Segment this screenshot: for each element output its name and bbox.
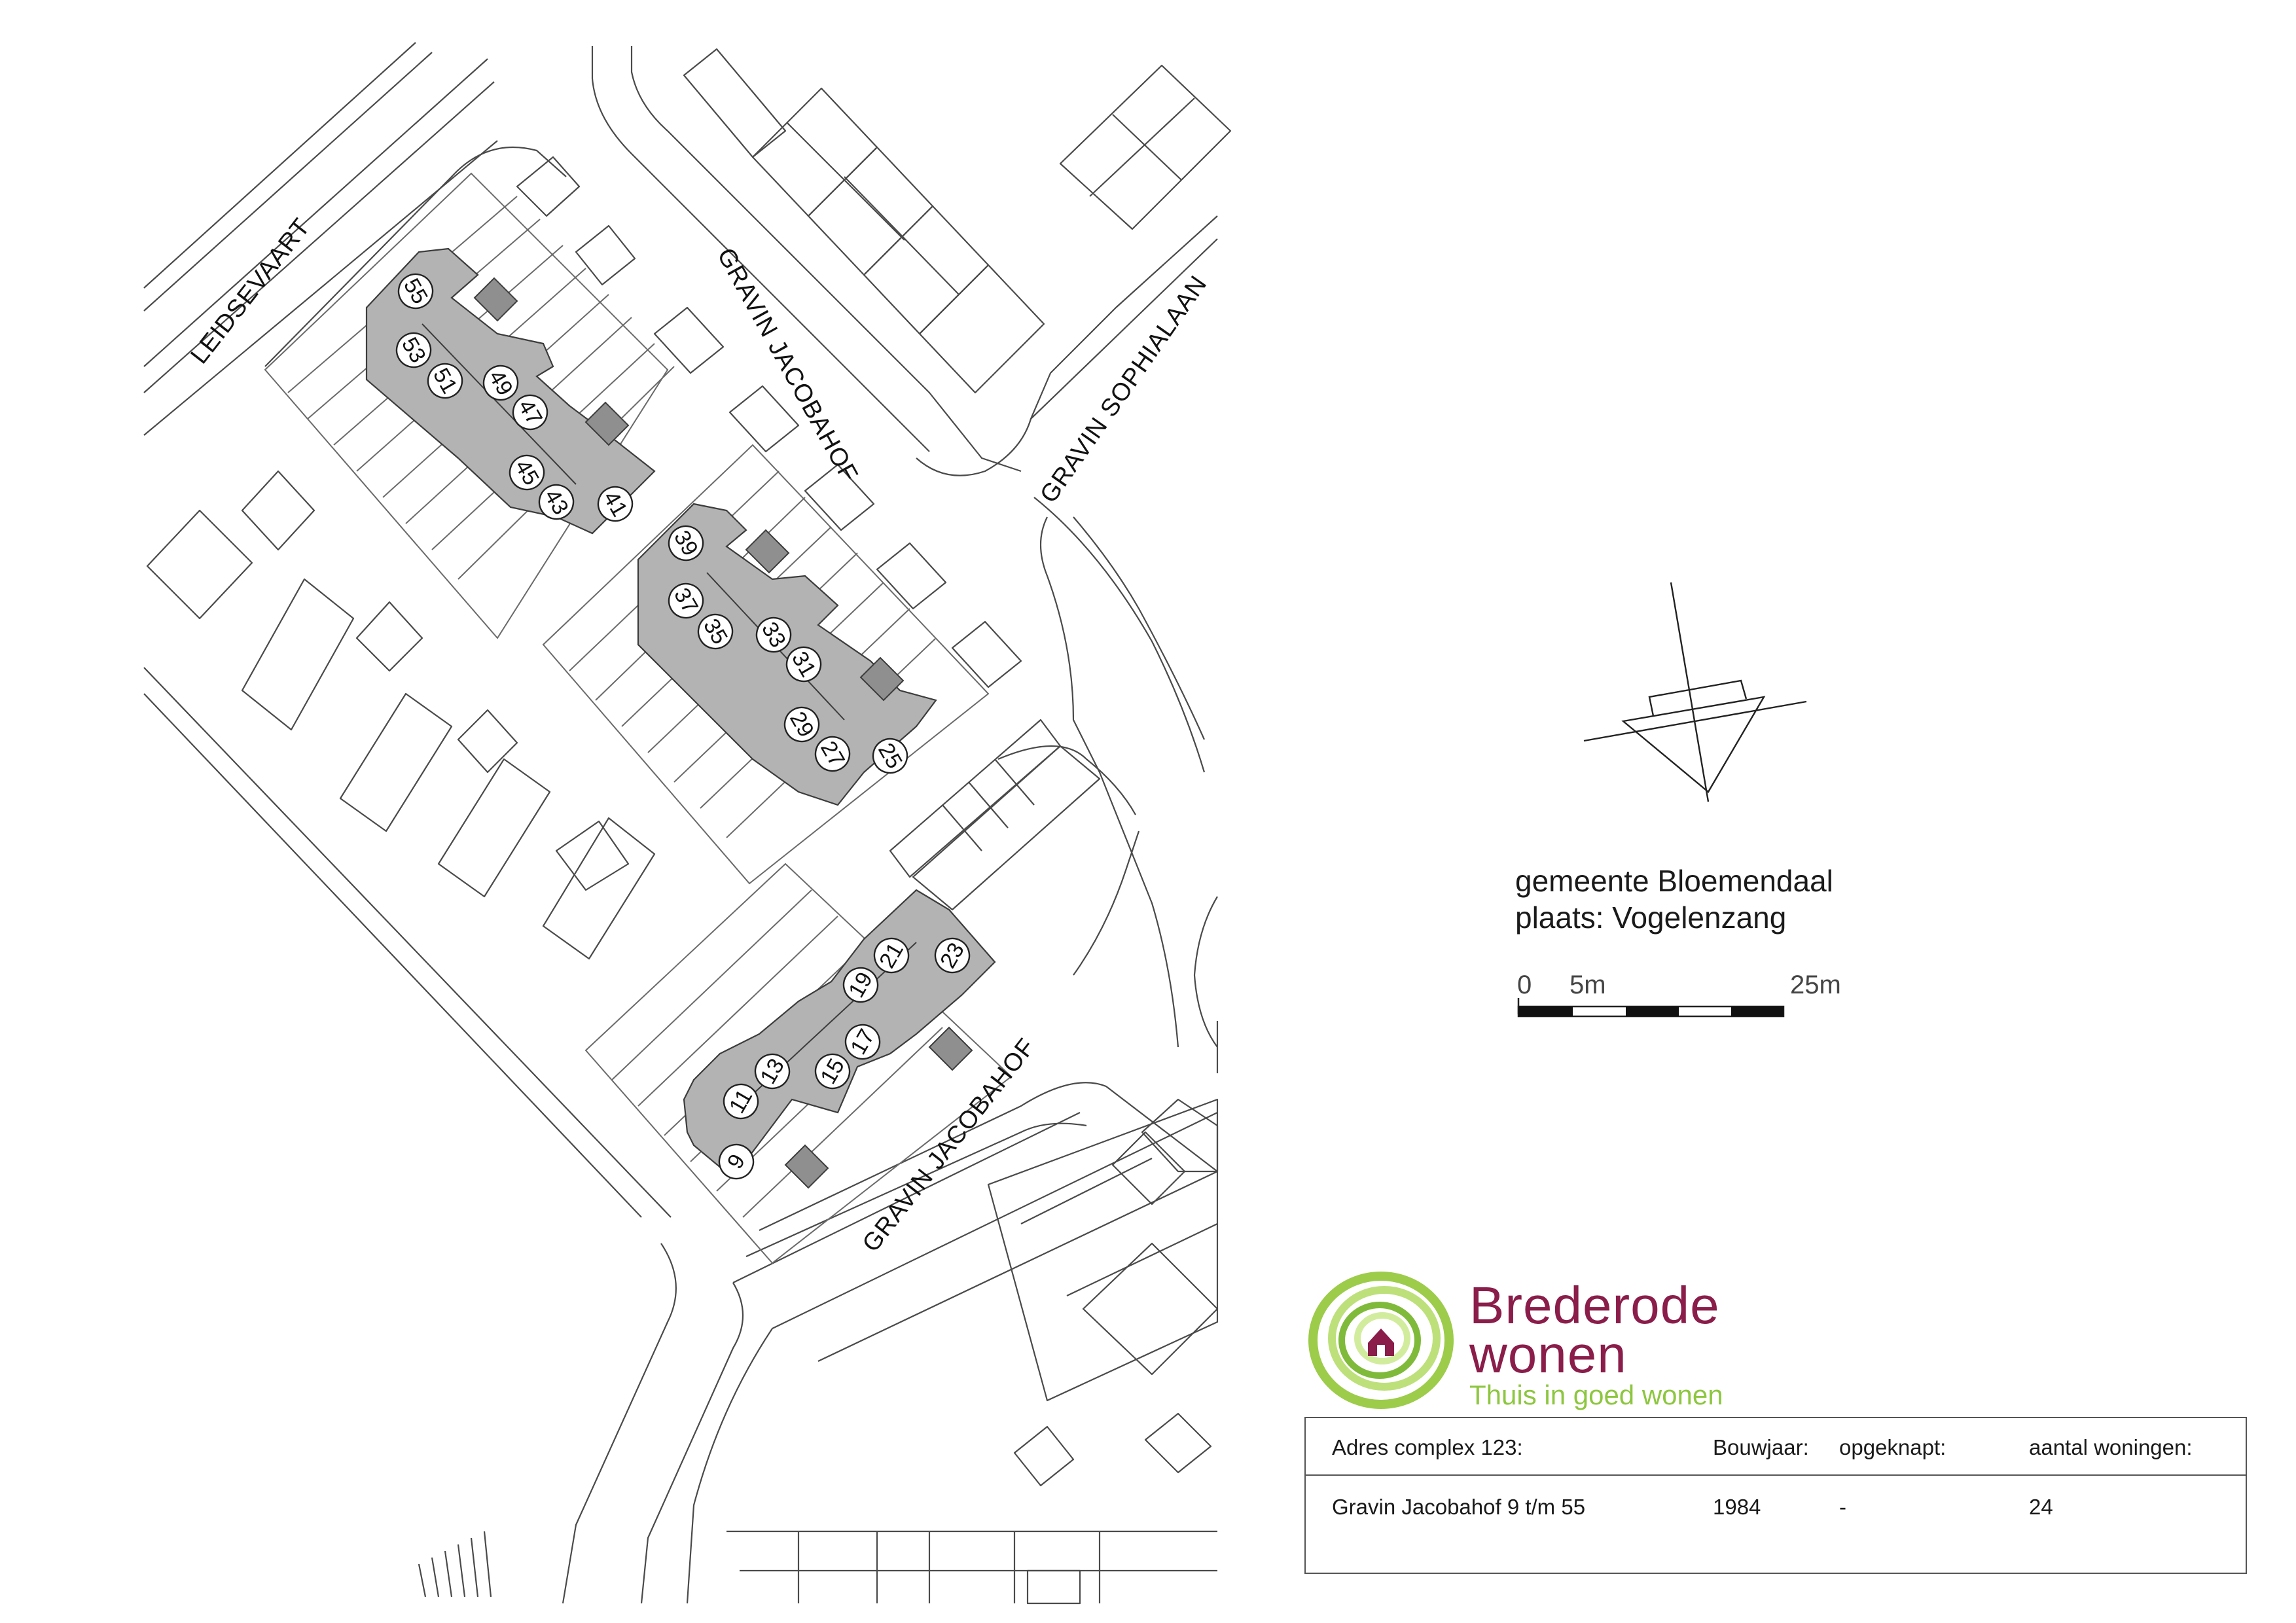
value-year: 1984: [1713, 1495, 1761, 1519]
surrounding-buildings: [146, 48, 1232, 1605]
header-address: Adres complex 123:: [1332, 1435, 1523, 1459]
brand-name-line2: wonen: [1469, 1325, 1627, 1383]
location-text: gemeente Bloemendaal plaats: Vogelenzang: [1515, 863, 1833, 936]
value-renovated: -: [1839, 1495, 1846, 1519]
place-name: plaats: Vogelenzang: [1515, 901, 1787, 935]
house-number-53: 53: [395, 332, 432, 368]
brand-tagline: Thuis in goed wonen: [1469, 1380, 1723, 1410]
house-number-21: 21: [873, 937, 910, 974]
north-arrow-icon: [1583, 582, 1807, 802]
house-number-markers: 55 53 51 49 47 45 43 41 39 37 35 33 31 2…: [395, 273, 971, 1180]
house-number-25: 25: [872, 738, 908, 774]
house-number-11: 11: [723, 1083, 759, 1120]
house-number-17: 17: [844, 1024, 881, 1060]
house-number-43: 43: [538, 484, 575, 520]
house-number-49: 49: [482, 365, 519, 401]
house-number-29: 29: [783, 706, 820, 743]
house-number-19: 19: [842, 967, 879, 1003]
house-number-51: 51: [427, 363, 463, 399]
house-number-27: 27: [814, 736, 851, 772]
brederode-logo-icon: [1308, 1272, 1454, 1409]
brand-name-line1: Brederode: [1469, 1276, 1720, 1334]
municipality-name: gemeente Bloemendaal: [1515, 864, 1833, 898]
house-number-55: 55: [397, 273, 434, 310]
leidsevaart-lines: [143, 42, 672, 1218]
header-renovated: opgeknapt:: [1839, 1435, 1946, 1459]
header-year: Bouwjaar:: [1713, 1435, 1809, 1459]
house-number-23: 23: [934, 937, 971, 974]
house-number-41: 41: [597, 486, 634, 522]
street-label-gravin-jacobahof-north: GRAVIN JACOBAHOF: [711, 243, 863, 487]
house-number-45: 45: [509, 454, 545, 491]
scale-label-25m: 25m: [1790, 971, 1841, 999]
value-address: Gravin Jacobahof 9 t/m 55: [1332, 1495, 1586, 1519]
road-outlines: [264, 46, 1219, 1604]
house-number-31: 31: [785, 646, 822, 683]
scale-label-0: 0: [1517, 971, 1532, 999]
house-number-35: 35: [697, 613, 734, 650]
house-number-39: 39: [668, 525, 704, 562]
value-count: 24: [2029, 1495, 2053, 1519]
info-header-row: [1306, 1418, 2246, 1476]
house-number-33: 33: [755, 616, 792, 653]
house-number-9: 9: [718, 1143, 755, 1180]
house-number-15: 15: [814, 1053, 851, 1090]
housing-complex: [365, 247, 996, 1189]
house-number-37: 37: [668, 582, 704, 619]
house-number-47: 47: [512, 394, 548, 431]
header-count: aantal woningen:: [2029, 1435, 2193, 1459]
scale-label-5m: 5m: [1570, 971, 1606, 999]
house-number-13: 13: [754, 1053, 791, 1090]
scale-bar: 0 5m 25m: [1517, 971, 1841, 1018]
complex-info-table: Adres complex 123: Bouwjaar: opgeknapt: …: [1304, 1417, 2247, 1574]
